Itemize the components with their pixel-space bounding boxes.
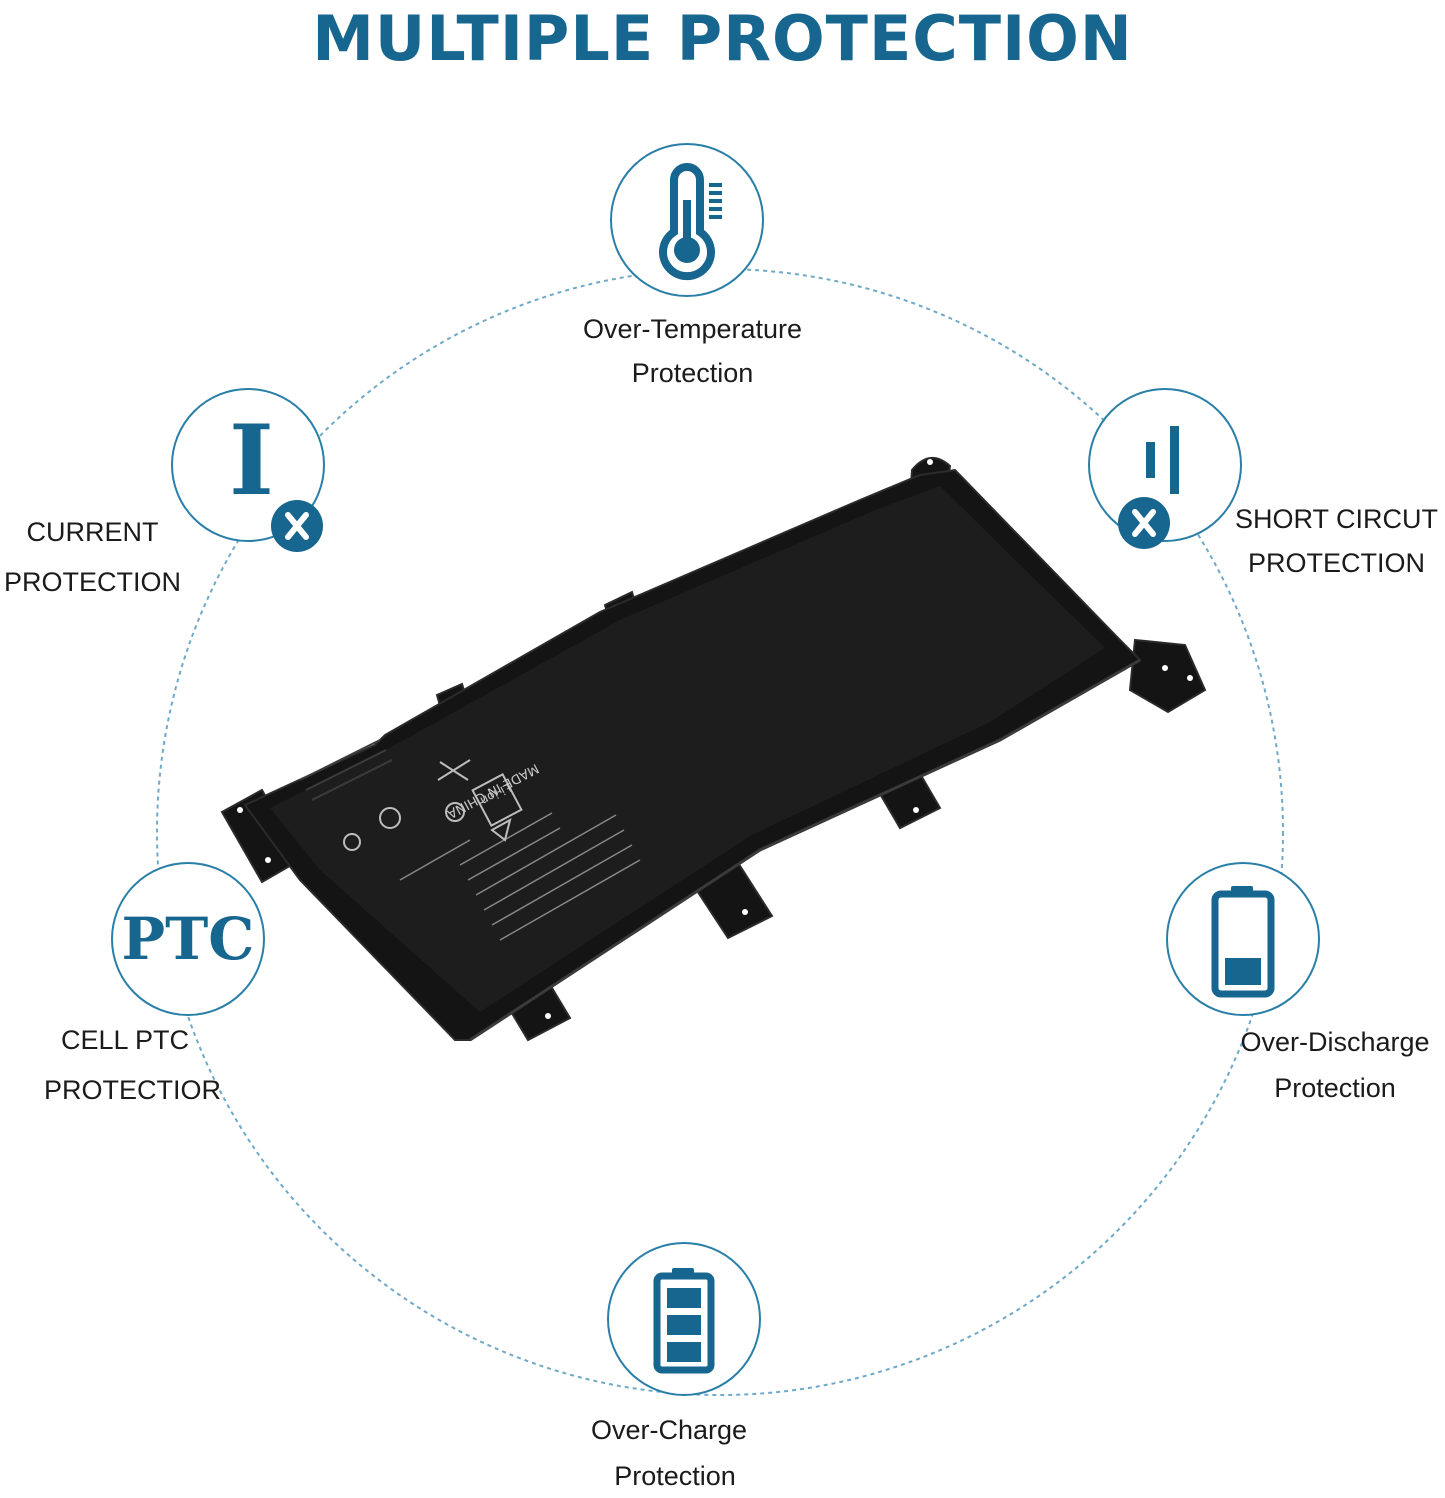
over-discharge-line2: Protection bbox=[1274, 1073, 1396, 1103]
over-charge-line1: Over-Charge bbox=[590, 1415, 748, 1445]
low-battery-icon bbox=[1166, 862, 1320, 1016]
current-line2: PROTECTION bbox=[3, 567, 181, 597]
laptop-battery-image: MADE IN CHINA Li-ion bbox=[220, 457, 1207, 1042]
over-charge-label: Over-Charge Protection bbox=[555, 1408, 795, 1498]
over-temperature-label: Over-Temperature Protection bbox=[540, 307, 845, 395]
current-symbol: I bbox=[229, 404, 274, 517]
cell-ptc-label: CELL PTC PROTECTIOR bbox=[30, 1018, 235, 1112]
thermometer-icon bbox=[610, 143, 764, 297]
current-line1: CURRENT bbox=[26, 517, 159, 547]
ptc-symbol: PTC bbox=[121, 905, 255, 973]
over-charge-line2: Protection bbox=[614, 1461, 736, 1491]
ptc-icon: PTC bbox=[111, 862, 265, 1016]
full-battery-icon bbox=[607, 1242, 761, 1396]
ptc-line2: PROTECTIOR bbox=[43, 1075, 221, 1105]
close-badge-icon bbox=[271, 500, 323, 552]
ptc-line1: CELL PTC bbox=[61, 1025, 190, 1055]
short-circuit-line2: PROTECTION bbox=[1247, 548, 1425, 578]
page-title: MULTIPLE PROTECTION bbox=[312, 2, 1133, 75]
close-badge-icon bbox=[1118, 497, 1170, 549]
over-temperature-line2: Protection bbox=[631, 358, 754, 388]
over-discharge-line1: Over-Discharge bbox=[1240, 1027, 1430, 1057]
short-circuit-label: SHORT CIRCUT PROTECTION bbox=[1228, 497, 1445, 585]
over-temperature-line1: Over-Temperature bbox=[582, 314, 803, 344]
short-circuit-line1: SHORT CIRCUT bbox=[1234, 504, 1438, 534]
over-discharge-label: Over-Discharge Protection bbox=[1225, 1020, 1445, 1110]
current-protection-label: CURRENT PROTECTION bbox=[0, 510, 185, 604]
